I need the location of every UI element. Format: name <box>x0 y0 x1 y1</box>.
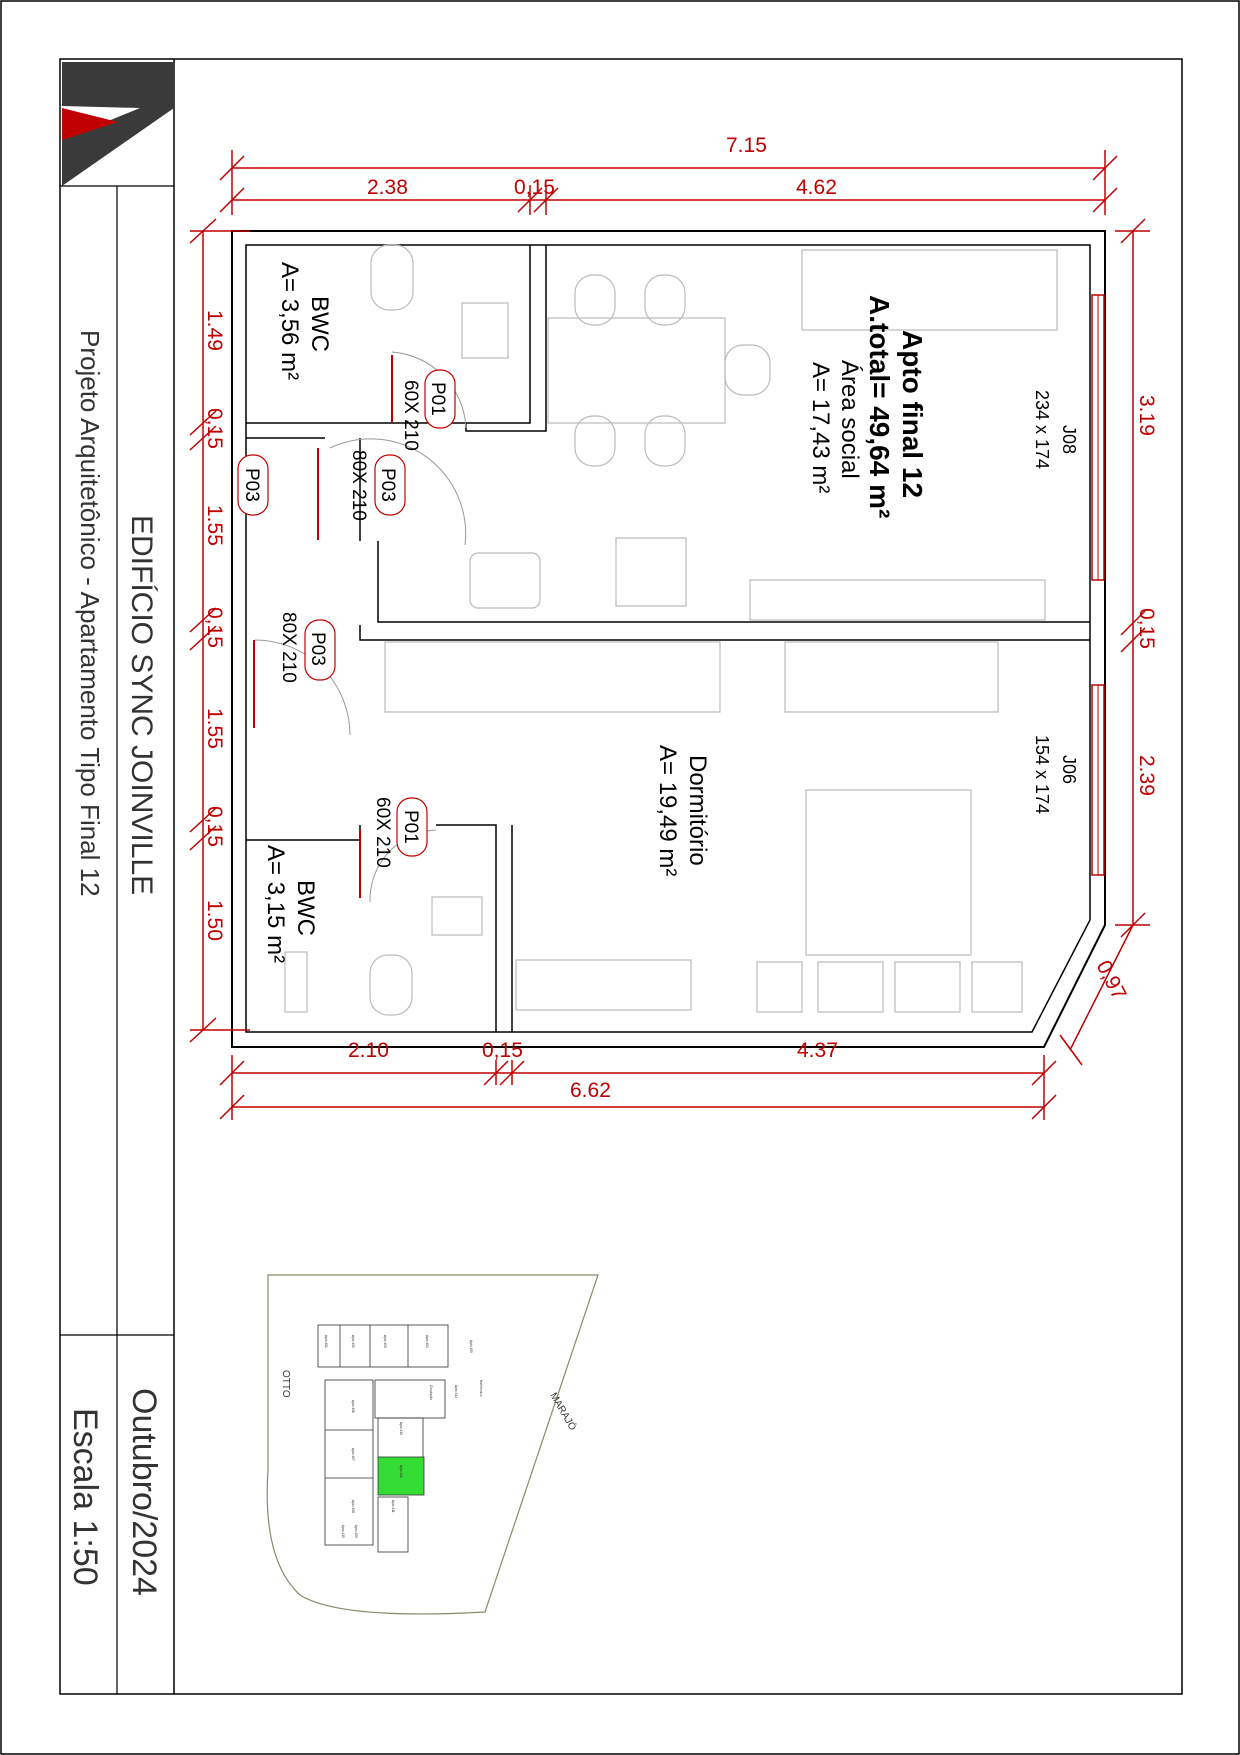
key-plan-street-otto: OTTO <box>280 1370 291 1398</box>
bath2-name: BWC <box>292 880 319 936</box>
dim-left-5: 1.55 <box>203 708 226 749</box>
drawing-scale: Escala 1:50 <box>66 1408 104 1586</box>
key-plan-unit-411: Apto 411 <box>391 1500 395 1513</box>
key-plan-unit-413: Apto 413 <box>399 1422 403 1435</box>
door-p03-b-tag: P03 <box>241 468 262 502</box>
door-p03-a-tag: P03 <box>377 468 398 502</box>
window-j08-tag: J08 <box>1059 425 1079 454</box>
key-plan-unit-410: Apto 410 <box>341 1525 345 1538</box>
key-plan-unit-406: Apto 406 <box>351 1400 355 1413</box>
dim-top-total: 7.15 <box>726 134 767 157</box>
social-room-name: Área social <box>836 360 863 479</box>
dim-right-2: 0,15 <box>1135 608 1158 649</box>
door-p01-a-tag: P01 <box>427 382 448 416</box>
key-plan-unit-407: Apto 407 <box>351 1448 355 1461</box>
bath1-area: A= 3,56 m² <box>276 262 303 380</box>
dim-bottom-a: 2.10 <box>348 1039 389 1062</box>
key-plan-unit-402: Apto 402 <box>351 1335 355 1348</box>
key-plan-circulation: Circulação <box>429 1385 433 1400</box>
door-leaves <box>253 355 393 898</box>
dim-top-c: 4.62 <box>796 176 837 199</box>
key-plan-unit-401: Apto 401 <box>324 1335 328 1348</box>
window-j08-size: 234 x 174 <box>1032 390 1052 469</box>
bedroom-name: Dormitório <box>684 755 711 866</box>
dimension-labels: 7.15 2.38 0,15 4.62 6.62 2.10 0,15 4.37 … <box>203 134 1158 1102</box>
key-plan-unit-404: Apto 404 <box>425 1335 429 1348</box>
apartment-name: Apto final 12 <box>897 330 928 498</box>
dim-left-7: 1.50 <box>203 900 226 941</box>
bedroom-area: A= 19,49 m² <box>654 745 681 876</box>
door-p03-a-size: 80X 210 <box>348 450 369 521</box>
dim-top-a: 2.38 <box>367 176 408 199</box>
room-labels: Apto final 12 A.total= 49,64 m² Área soc… <box>262 262 928 963</box>
apartment-total-area: A.total= 49,64 m² <box>864 295 895 518</box>
door-p01-b-tag: P01 <box>400 810 421 844</box>
window-j06 <box>1091 684 1105 876</box>
dim-left-1: 1.49 <box>203 310 226 351</box>
key-plan-unit-405: Apto 405 <box>469 1340 473 1353</box>
key-plan-unit-403: Apto 403 <box>383 1335 387 1348</box>
key-plan-unit-414: Apto 414 <box>454 1385 458 1398</box>
dim-bottom-total: 6.62 <box>570 1079 611 1102</box>
window-j08 <box>1091 294 1105 581</box>
logo-chevron-icon <box>62 62 174 186</box>
social-room-area: A= 17,43 m² <box>807 362 834 493</box>
issue-date: Outubro/2024 <box>125 1388 163 1596</box>
door-p01-b-size: 60X 210 <box>372 797 393 868</box>
dim-bottom-c: 4.37 <box>797 1039 838 1062</box>
bath2-area: A= 3,15 m² <box>262 845 289 963</box>
building-title: EDIFÍCIO SYNC JOINVILLE <box>125 515 158 895</box>
dimension-lines <box>189 150 1150 1120</box>
dim-left-6: 0,15 <box>203 806 226 847</box>
window-j06-tag: J06 <box>1059 755 1079 784</box>
key-plan: Apto 401 Apto 402 Apto 403 Apto 404 Apto… <box>266 1274 599 1615</box>
dim-top-b: 0,15 <box>514 176 555 199</box>
key-plan-unit-408: Apto 408 <box>351 1500 355 1513</box>
key-plan-unit-412: Apto 412 <box>399 1465 403 1478</box>
floor-plan <box>231 230 1106 1048</box>
key-plan-hall: Hall técnico <box>479 1380 483 1397</box>
door-p03-c-tag: P03 <box>307 632 328 666</box>
door-p01-a-size: 60X 210 <box>400 380 421 451</box>
furniture <box>284 244 1058 1016</box>
window-j06-size: 154 x 174 <box>1032 735 1052 814</box>
key-plan-unit-409: Apto 409 <box>354 1525 358 1538</box>
dim-right-3: 2.39 <box>1135 755 1158 796</box>
bath1-name: BWC <box>306 296 333 352</box>
project-subtitle: Projeto Arquitetônico - Apartamento Tipo… <box>75 330 105 897</box>
inner-frame <box>59 58 1183 1695</box>
dim-bottom-b: 0,15 <box>482 1039 523 1062</box>
dim-right-1: 3.19 <box>1135 395 1158 436</box>
window-tags: J08 234 x 174 J06 154 x 174 <box>1032 390 1079 814</box>
dim-left-2: 0,15 <box>203 408 226 449</box>
door-tags: P01 60X 210 P03 80X 210 P03 P03 80X 210 … <box>237 369 456 868</box>
highlighted-unit <box>377 1456 425 1496</box>
door-p03-c-size: 80X 210 <box>278 612 299 683</box>
dim-left-4: 0,15 <box>203 607 226 648</box>
dim-left-3: 1.55 <box>203 505 226 546</box>
